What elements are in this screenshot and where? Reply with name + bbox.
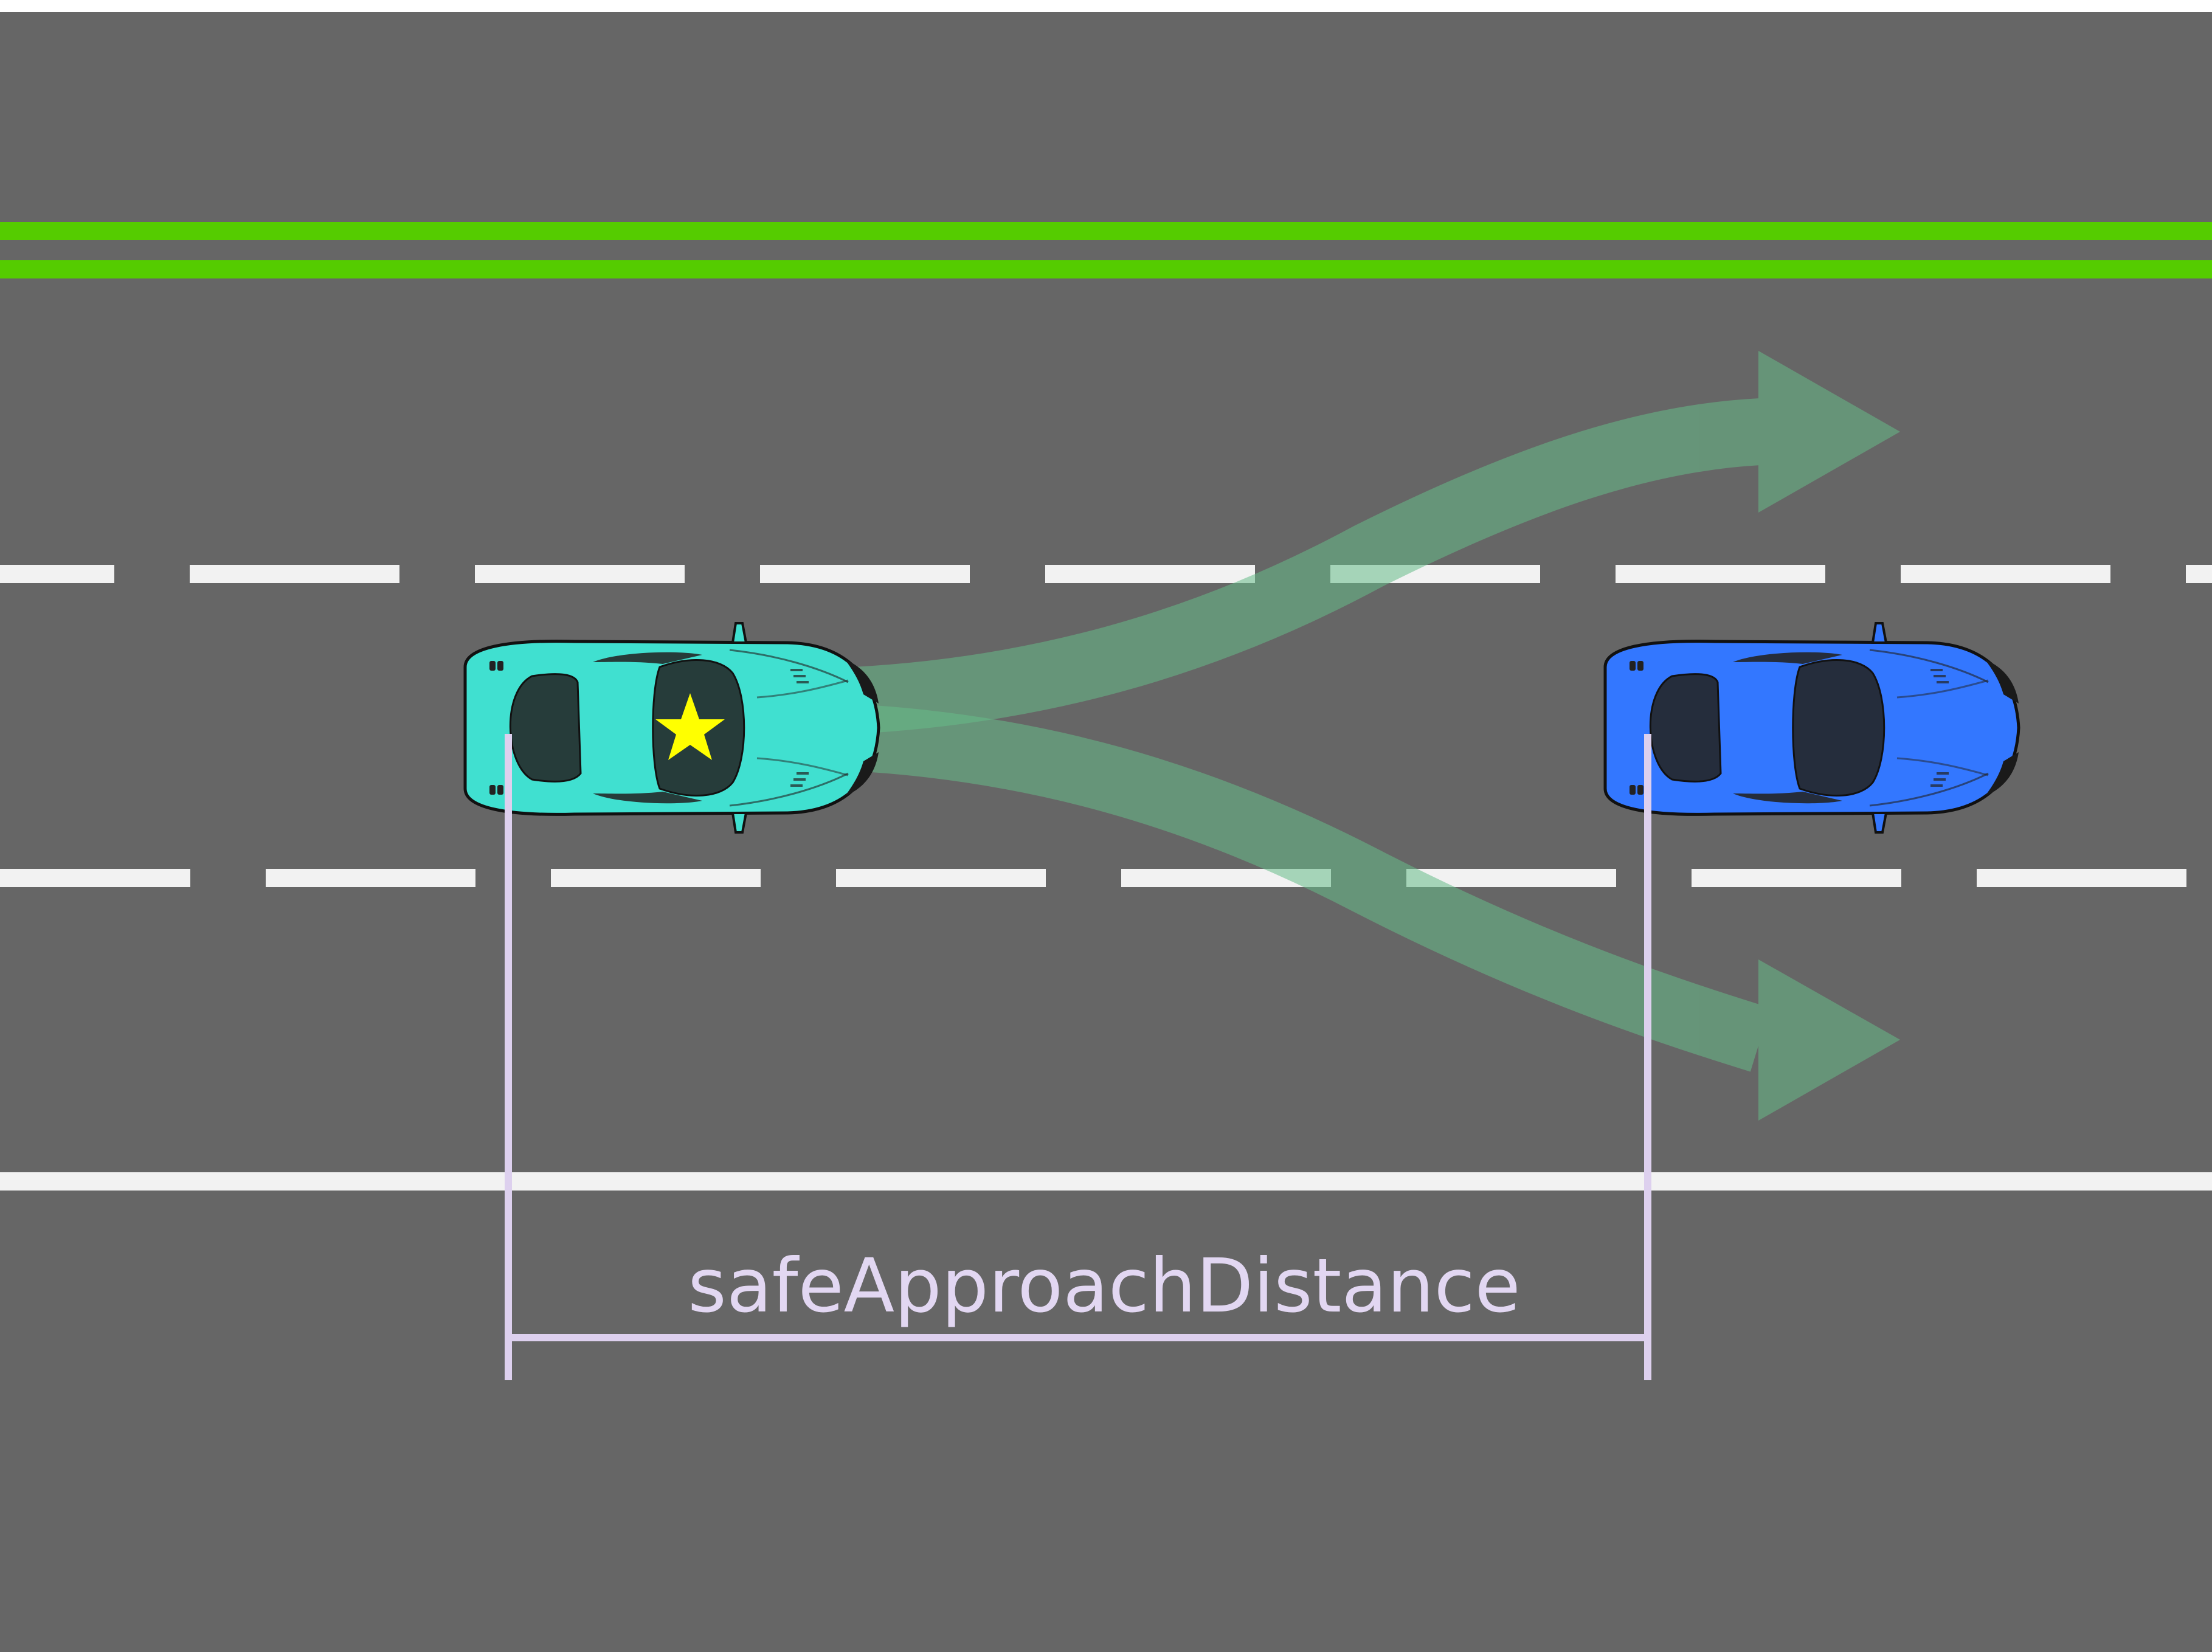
trajectory-left-arrow xyxy=(798,351,1900,736)
star-icon xyxy=(655,693,725,760)
distance-bracket xyxy=(505,734,1651,1380)
other-car xyxy=(1603,622,2020,834)
page-top-margin xyxy=(0,0,2212,12)
center-line-upper xyxy=(0,222,2212,240)
road-edge-line xyxy=(0,1172,2212,1191)
center-line-lower xyxy=(0,260,2212,278)
trajectory-right-arrow xyxy=(798,702,1900,1121)
measurement-label: safeApproachDistance xyxy=(688,1243,1520,1329)
road-surface xyxy=(0,12,2212,1652)
car-body-shape xyxy=(1603,622,2020,834)
